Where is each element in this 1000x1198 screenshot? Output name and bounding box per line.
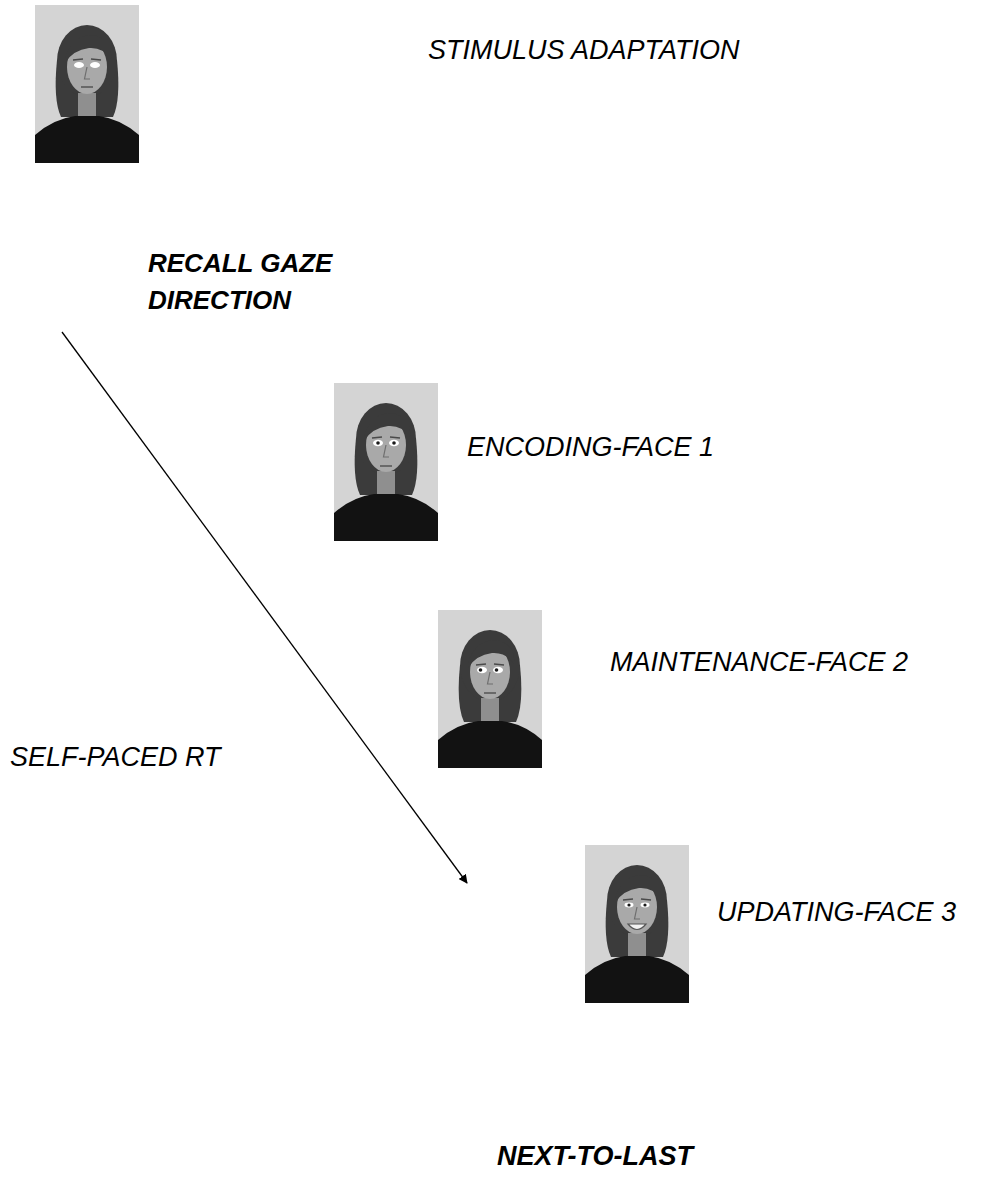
stage-label: SELF-PACED RT <box>10 741 221 773</box>
stage-label: STIMULUS ADAPTATION <box>428 34 740 66</box>
stage-label: RECALL GAZE DIRECTION <box>148 245 358 319</box>
stage-label: NEXT-TO-LAST <box>497 1140 693 1172</box>
stage-label: MAINTENANCE-FACE 2 <box>610 646 908 678</box>
updating-face <box>585 845 689 1003</box>
stage-label: UPDATING-FACE 3 <box>717 896 956 928</box>
stage-label: ENCODING-FACE 1 <box>467 431 714 463</box>
encoding-face <box>334 383 438 541</box>
time-arrow <box>62 332 467 883</box>
adaptation-face <box>35 5 139 163</box>
maintenance-face <box>438 610 542 768</box>
